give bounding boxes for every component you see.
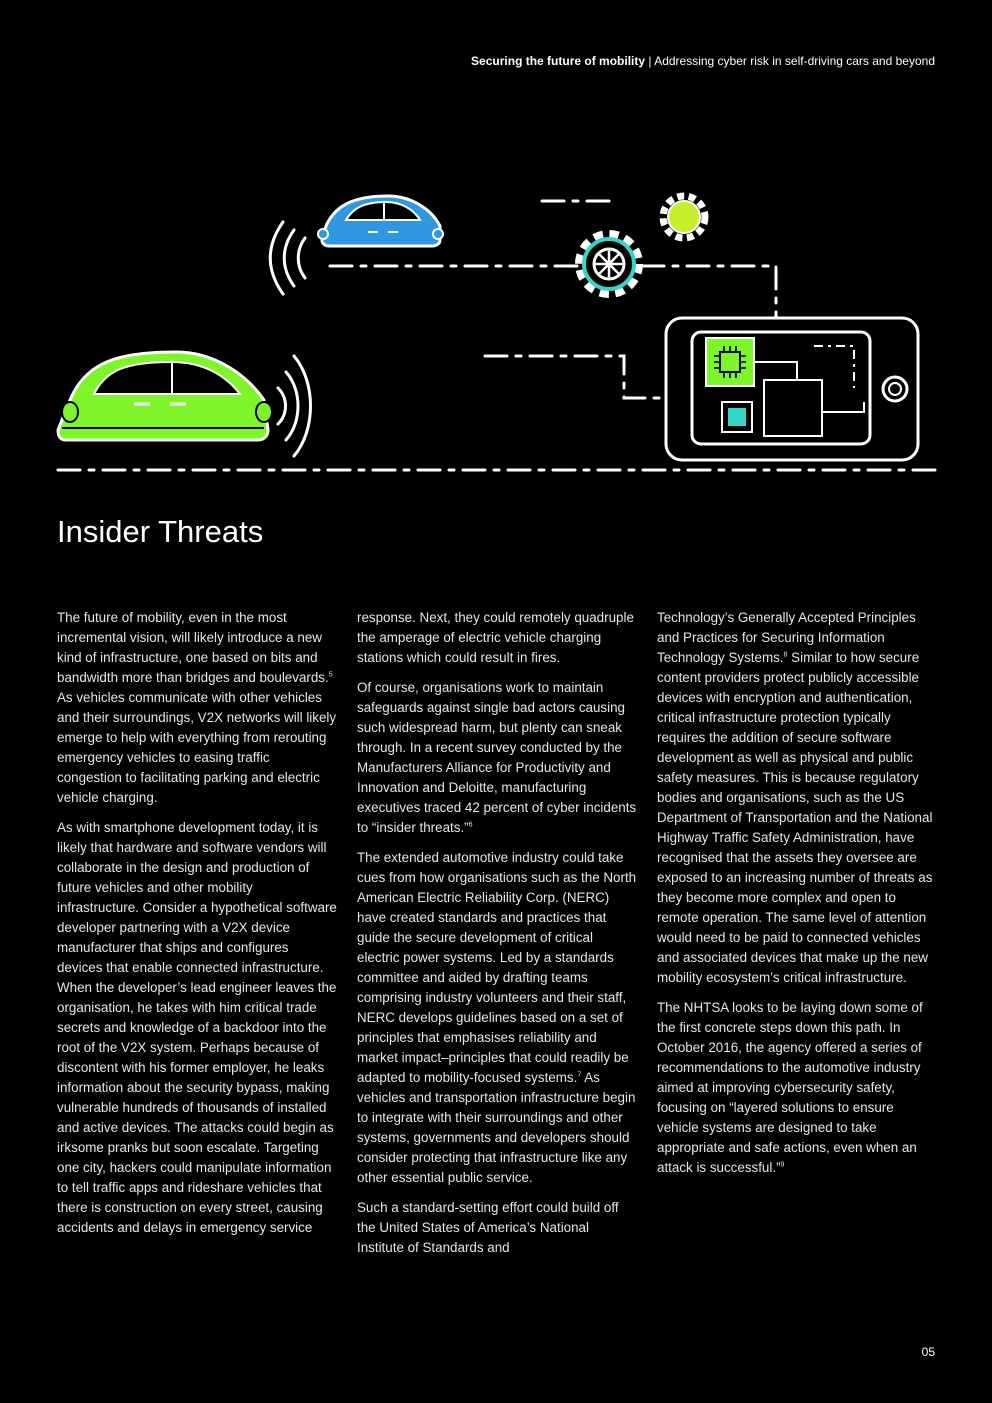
gear-icon	[575, 230, 643, 298]
paragraph: The future of mobility, even in the most…	[57, 610, 337, 805]
paragraph: As with smartphone development today, it…	[57, 820, 337, 1235]
paragraph: Such a standard-setting effort could bui…	[357, 1200, 619, 1255]
blue-car	[317, 194, 444, 248]
page-number: 05	[921, 1345, 935, 1359]
green-car	[56, 350, 273, 442]
wifi-waves-green-car	[276, 354, 312, 458]
gear-icon-lime	[659, 192, 709, 242]
footnote-ref: 7	[577, 1071, 582, 1079]
paragraph: The extended automotive industry could t…	[357, 850, 637, 1185]
paragraph: Technology’s Generally Accepted Principl…	[657, 610, 933, 985]
network-link-right	[640, 264, 778, 320]
footnote-ref: 8	[783, 651, 788, 659]
connected-mobility-illustration	[56, 192, 937, 472]
text-column-2: response. Next, they could remotely quad…	[357, 608, 637, 1268]
paragraph: response. Next, they could remotely quad…	[357, 610, 634, 665]
footnote-ref: 9	[780, 1161, 785, 1169]
running-header: Securing the future of mobility | Addres…	[471, 54, 935, 68]
footnote-ref: 5	[328, 671, 333, 679]
header-separator: |	[645, 54, 655, 68]
header-subtitle: Addressing cyber risk in self-driving ca…	[654, 54, 935, 68]
footnote-ref: 6	[468, 821, 473, 829]
header-title: Securing the future of mobility	[471, 54, 646, 68]
paragraph: Of course, organisations work to maintai…	[357, 680, 637, 835]
wifi-waves-blue-car	[268, 220, 307, 296]
smartphone-icon	[664, 316, 920, 462]
network-link-mid	[483, 354, 694, 400]
paragraph: The NHTSA looks to be laying down some o…	[657, 1000, 923, 1175]
text-column-1: The future of mobility, even in the most…	[57, 608, 337, 1248]
section-title: Insider Threats	[57, 514, 264, 549]
text-column-3: Technology’s Generally Accepted Principl…	[657, 608, 937, 1188]
